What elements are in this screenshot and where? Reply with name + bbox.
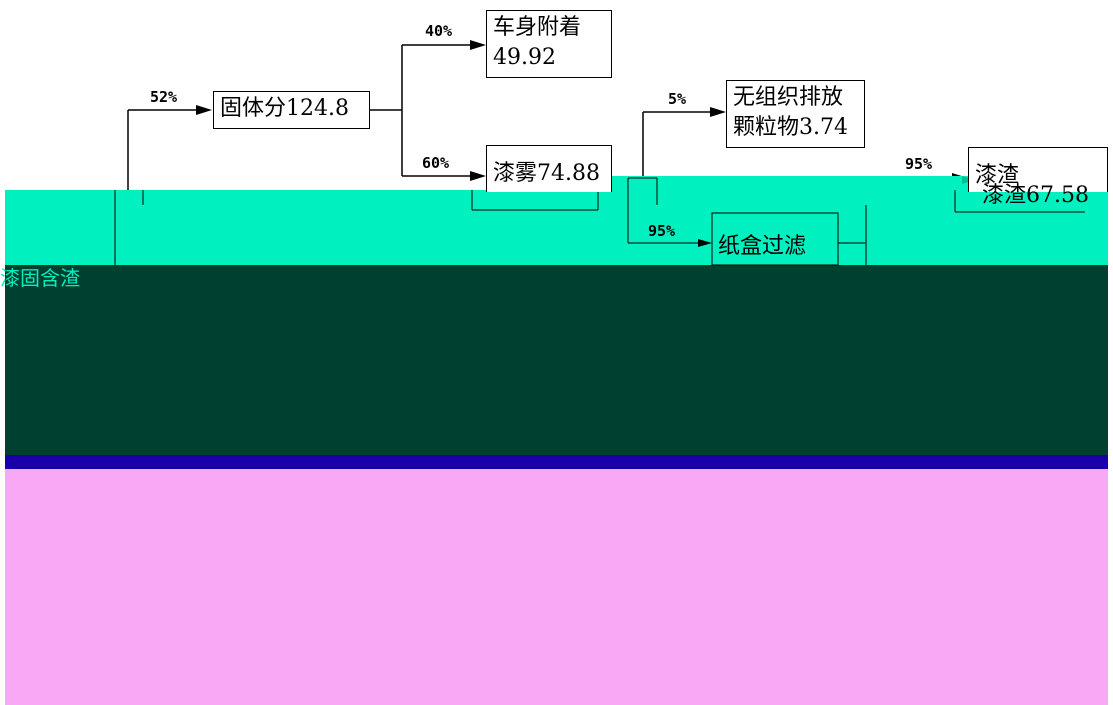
arrow-mist bbox=[470, 171, 486, 181]
pct-95-filter: 95% bbox=[648, 222, 676, 240]
arrow-solids bbox=[196, 105, 212, 115]
pink-band bbox=[5, 469, 1108, 705]
arrow-fugitive bbox=[710, 107, 726, 117]
pct-5: 5% bbox=[668, 90, 687, 108]
node-carton-filter: 纸盒过滤 bbox=[718, 234, 807, 259]
pct-52: 52% bbox=[150, 88, 178, 106]
node-body-adhered-title: 车身附着 bbox=[493, 15, 582, 40]
node-fugitive-title: 无组织排放 bbox=[733, 85, 844, 110]
left-fragment-label: 漆固含渣 bbox=[0, 266, 80, 290]
filter-box-outline bbox=[711, 212, 839, 266]
node-fugitive: 无组织排放 颗粒物3.74 bbox=[726, 80, 865, 148]
arrow-filter bbox=[698, 239, 712, 247]
node-paint-residue: 漆渣67.58 bbox=[982, 183, 1089, 208]
teal-band bbox=[5, 190, 1108, 265]
blue-band bbox=[5, 455, 1108, 469]
pct-95-residue: 95% bbox=[905, 155, 933, 173]
node-body-adhered: 车身附着 49.92 bbox=[486, 10, 612, 78]
node-residue-top: 漆渣 bbox=[968, 147, 1108, 192]
node-fugitive-value: 颗粒物3.74 bbox=[733, 115, 848, 140]
dark-band bbox=[5, 265, 1108, 455]
arrow-body bbox=[470, 40, 486, 50]
node-body-adhered-value: 49.92 bbox=[493, 45, 556, 70]
pct-40: 40% bbox=[425, 22, 453, 40]
node-paint-mist: 漆雾74.88 bbox=[486, 145, 612, 192]
pct-60: 60% bbox=[422, 154, 450, 172]
node-solids: 固体分124.8 bbox=[213, 91, 370, 129]
